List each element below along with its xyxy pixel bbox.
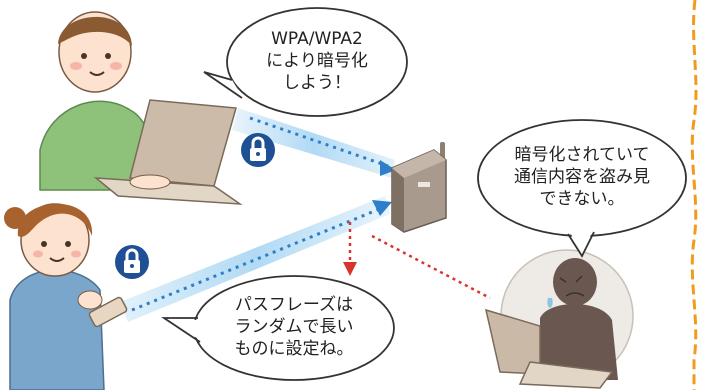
- speech-bubble-right: [477, 119, 687, 258]
- signal-beam-top: [232, 108, 396, 178]
- lock-icon: [115, 245, 149, 279]
- signal-beam-bottom: [120, 196, 392, 322]
- speech-bubble-top: [203, 7, 408, 117]
- intercept-signal: [343, 222, 491, 300]
- eavesdropper: [484, 249, 634, 389]
- speech-bubble-top-text: WPA/WPA2 により暗号化 しよう！: [266, 29, 368, 93]
- person-top-green-shirt: [39, 11, 243, 205]
- person-bottom-woman: [4, 203, 128, 390]
- lock-icon: [241, 133, 275, 167]
- decorative-border: [690, 0, 698, 390]
- wifi-router-icon: [391, 142, 447, 233]
- speech-bubble-right-text: 暗号化されていて 通信内容を盗み見 できない。: [514, 145, 650, 209]
- speech-bubble-bottom-text: パスフレーズは ランダムで長い ものに設定ね。: [234, 295, 354, 359]
- speech-bubble-bottom: [161, 275, 395, 381]
